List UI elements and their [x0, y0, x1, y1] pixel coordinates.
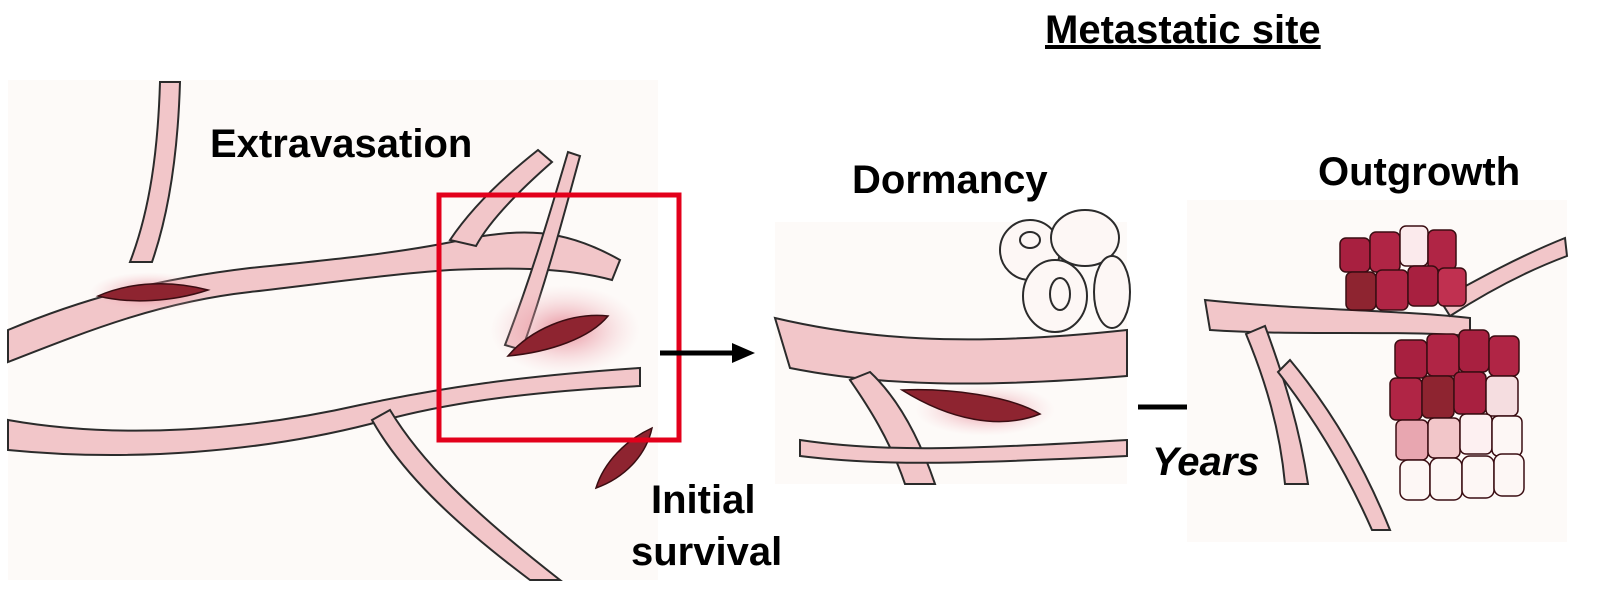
stage-label-initial-survival-line2: survival [631, 532, 782, 572]
arrow-right-icon [660, 343, 755, 363]
stage-label-outgrowth: Outgrowth [1318, 152, 1520, 192]
outgrowth-panel [1187, 200, 1567, 542]
stage-label-initial-survival-line1: Initial [651, 480, 755, 520]
transition-label-years: Years [1152, 442, 1260, 482]
page-title: Metastatic site [1045, 10, 1321, 50]
dormancy-panel [775, 210, 1130, 484]
stage-label-dormancy: Dormancy [852, 160, 1048, 200]
stage-label-extravasation: Extravasation [210, 124, 472, 164]
